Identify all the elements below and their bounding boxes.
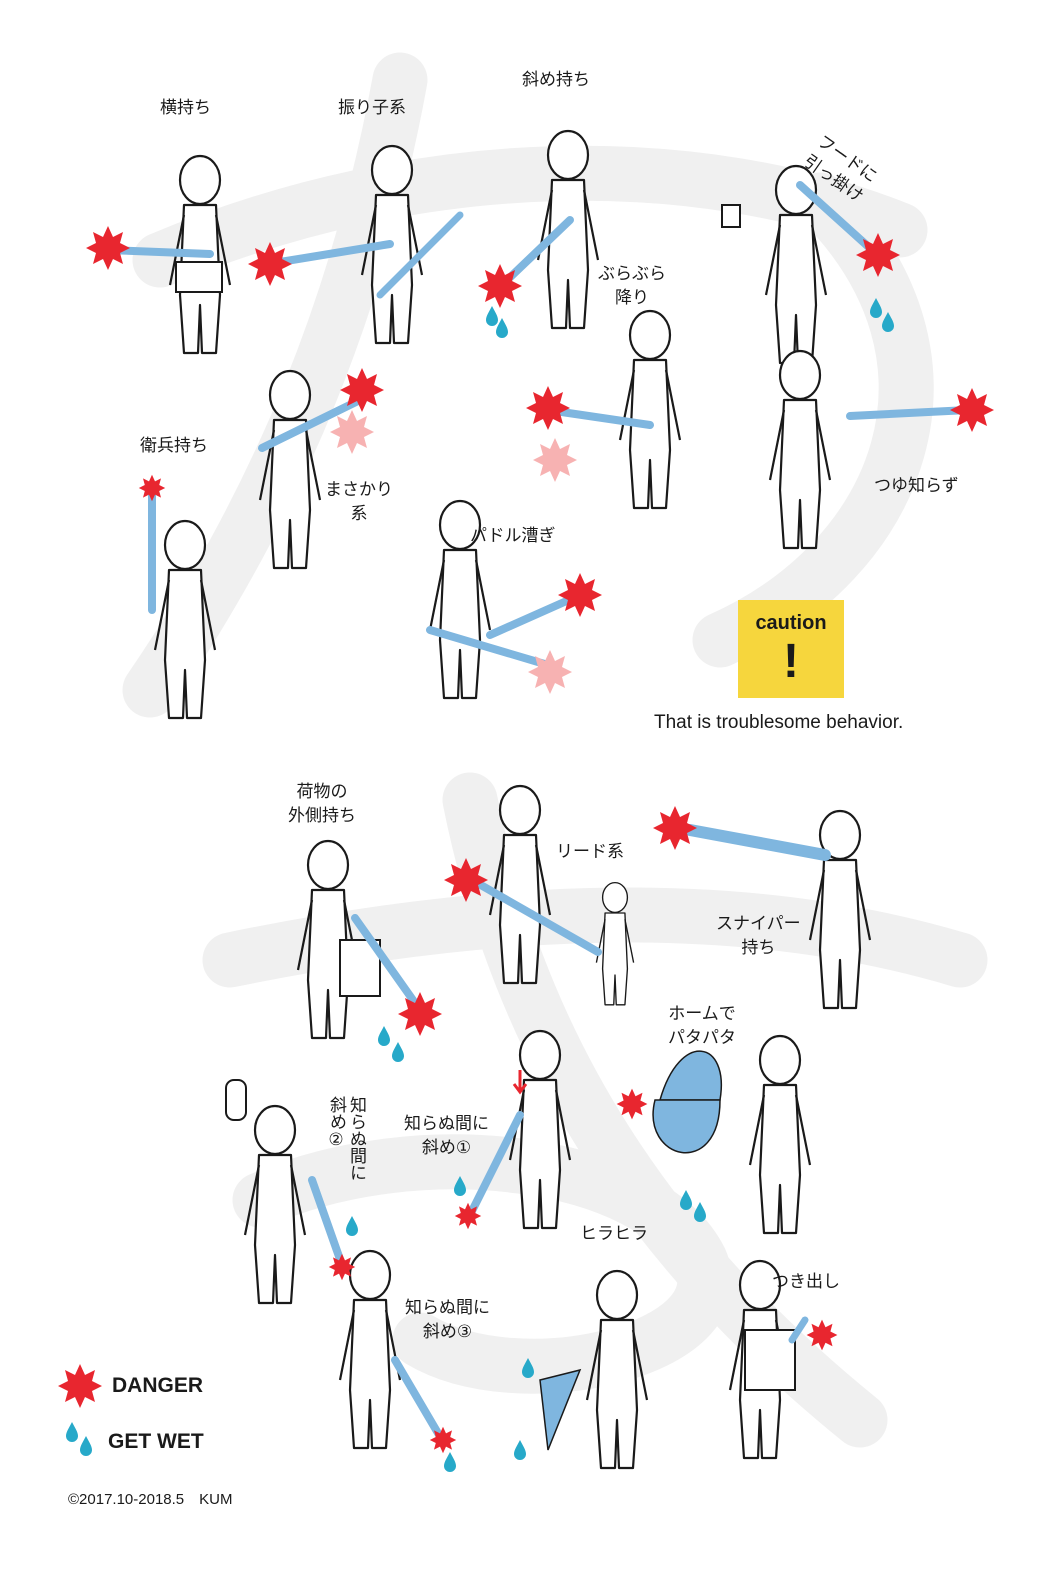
caution-box: caution ! bbox=[738, 600, 844, 698]
figure-hirahira bbox=[539, 1269, 649, 1470]
figure-naname1 bbox=[466, 1029, 572, 1230]
label-yoko: 横持ち bbox=[160, 98, 211, 118]
label-home: ホームで パタパタ bbox=[668, 1004, 736, 1048]
label-sniper: スナイパー 持ち bbox=[716, 914, 801, 958]
label-naname: 斜め持ち bbox=[522, 70, 590, 90]
label-nimotsu: 荷物の 外側持ち bbox=[288, 782, 356, 826]
figure-sniper bbox=[684, 809, 872, 1010]
label-burabura: ぶらぶら 降り bbox=[598, 264, 666, 308]
figure-eihei bbox=[148, 486, 217, 720]
caution-title: caution bbox=[755, 612, 827, 634]
figure-furiko bbox=[276, 144, 464, 345]
figure-tsukidashi bbox=[728, 1259, 809, 1460]
label-masakari: まさかり 系 bbox=[325, 480, 393, 524]
legend-danger-label: DANGER bbox=[112, 1374, 204, 1397]
figure-home bbox=[652, 1034, 812, 1235]
label-naname3: 知らぬ間に 斜め③ bbox=[405, 1298, 490, 1342]
label-tsuyu: つゆ知らず bbox=[874, 476, 959, 496]
label-furiko: 振り子系 bbox=[338, 98, 406, 118]
figure-naname2 bbox=[225, 1079, 346, 1305]
copyright: ©2017.10-2018.5 KUM bbox=[68, 1491, 233, 1508]
label-lead: リード系 bbox=[556, 842, 624, 862]
legend-wet-icon bbox=[66, 1422, 92, 1456]
figure-burabura bbox=[544, 309, 682, 510]
figure-lead bbox=[468, 784, 635, 1006]
figure-yoko bbox=[104, 154, 232, 355]
label-paddle: パドル漕ぎ bbox=[470, 526, 556, 546]
legend-danger-icon bbox=[58, 1364, 102, 1408]
label-tsukidashi: つき出し bbox=[772, 1272, 840, 1292]
label-naname1: 知らぬ間に 斜め① bbox=[404, 1114, 489, 1158]
figure-hood bbox=[721, 164, 876, 365]
label-eihei: 衛兵持ち bbox=[140, 436, 208, 456]
legend-wet-label: GET WET bbox=[108, 1430, 204, 1453]
figure-masakari bbox=[258, 369, 364, 570]
figure-tsuyu bbox=[768, 349, 972, 550]
figure-nimotsu bbox=[296, 839, 424, 1040]
figure-paddle bbox=[426, 499, 584, 700]
label-hirahira: ヒラヒラ bbox=[580, 1224, 648, 1244]
figure-naname3 bbox=[338, 1249, 446, 1450]
exclamation-icon: ! bbox=[783, 635, 799, 688]
caution-note: That is troublesome behavior. bbox=[654, 712, 904, 733]
label-naname2: 知らぬ間に 斜め② bbox=[326, 1096, 366, 1181]
